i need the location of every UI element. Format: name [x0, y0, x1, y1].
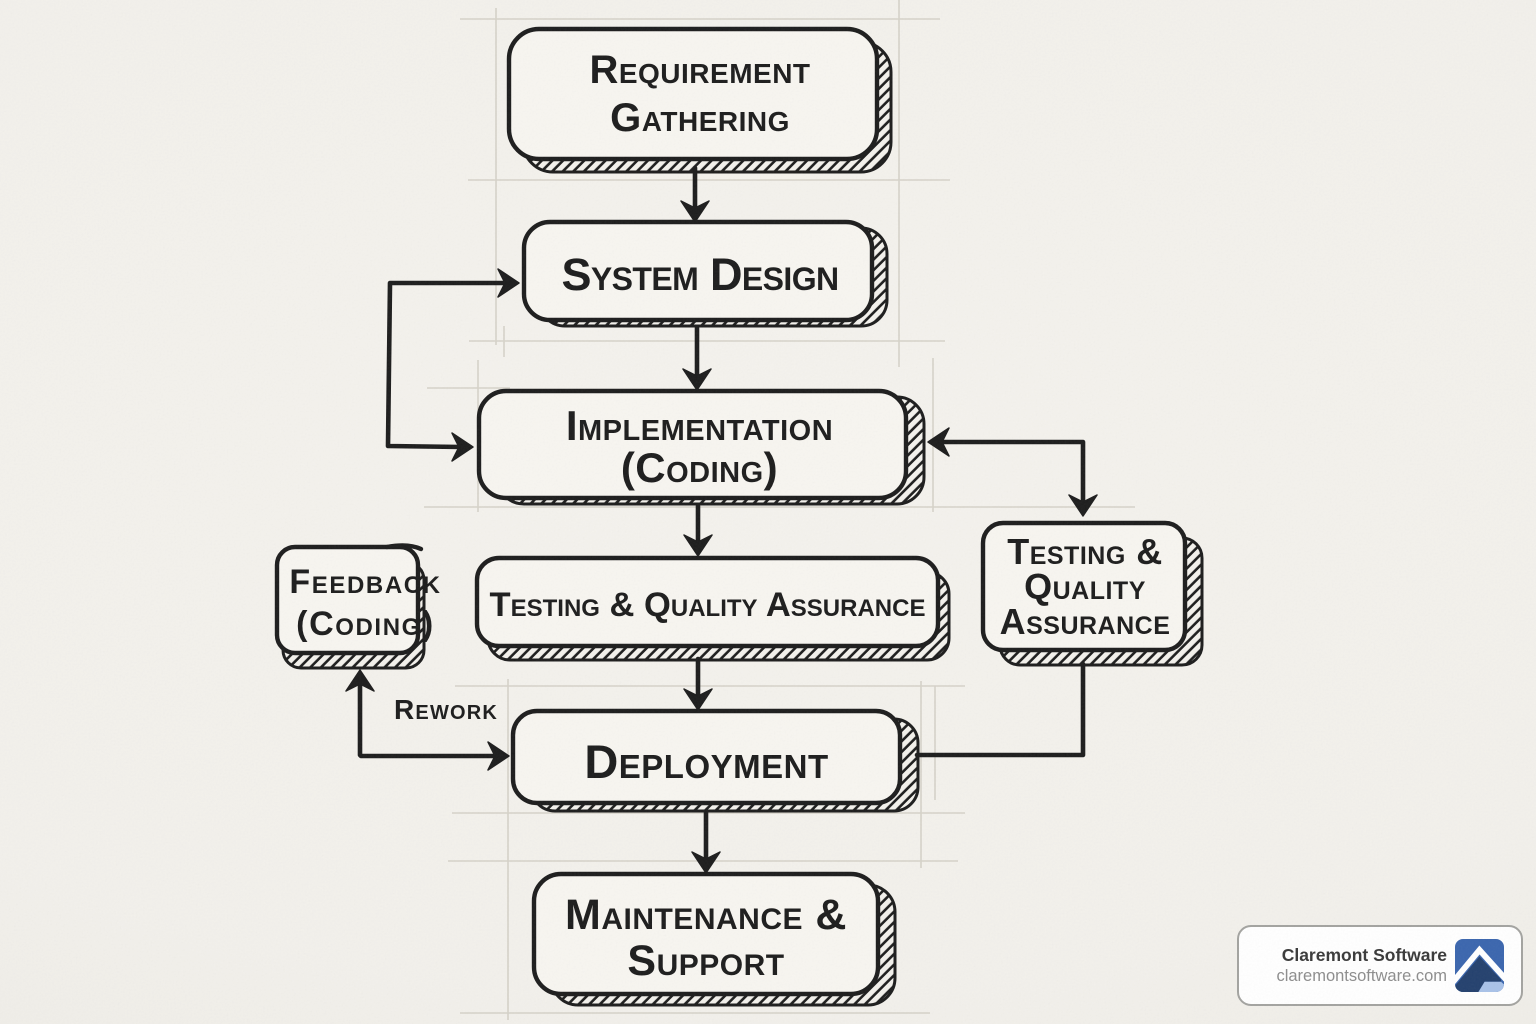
node-system-design: System Design — [521, 219, 889, 328]
node-label: Requirement Gathering — [516, 29, 884, 159]
node-label: Testing & Quality Assurance — [984, 524, 1186, 651]
node-testing-qa: Testing & Quality Assurance — [474, 555, 951, 662]
label-line: Support — [627, 937, 785, 985]
label-line: (Coding) — [296, 605, 435, 643]
label-line: Assurance — [999, 600, 1171, 642]
watermark-card: Claremont Software claremontsoftware.com — [1237, 925, 1523, 1006]
node-label: System Design — [526, 226, 874, 324]
node-label: Maintenance & Support — [534, 879, 878, 999]
watermark-title: Claremont Software — [1281, 944, 1447, 965]
label-line: Requirement — [589, 48, 811, 92]
label-line: Deployment — [584, 734, 829, 788]
label-line: Testing & Quality Assurance — [489, 585, 926, 624]
node-testing-qa-side: Testing & Quality Assurance — [980, 520, 1204, 667]
node-requirement-gathering: Requirement Gathering — [506, 26, 893, 174]
label-line: Maintenance & — [565, 891, 847, 940]
label-line: System Design — [561, 249, 839, 300]
node-label: Testing & Quality Assurance — [477, 561, 938, 649]
node-label: Implementation (Coding) — [486, 393, 913, 500]
node-label: Deployment — [513, 715, 900, 807]
connector-right-lower — [914, 661, 1086, 758]
node-label: Feedback (Coding) — [289, 550, 440, 656]
label-line: Quality — [1024, 566, 1146, 608]
connector-right-upper — [935, 439, 1086, 511]
node-implementation: Implementation (Coding) — [476, 388, 926, 506]
edge-label-rework: Rework — [394, 694, 499, 725]
label-line: Implementation — [565, 402, 834, 450]
node-deployment: Deployment — [510, 708, 920, 813]
label-line: Feedback — [289, 562, 442, 601]
label-line: Testing & — [1007, 531, 1163, 573]
watermark-url: claremontsoftware.com — [1276, 966, 1447, 985]
node-maintenance-support: Maintenance & Support — [531, 871, 897, 1007]
label-line: Gathering — [610, 96, 790, 140]
label-line: (Coding) — [620, 443, 779, 491]
node-feedback-coding: Feedback (Coding) — [274, 543, 440, 670]
claremont-logo-icon — [1455, 939, 1504, 992]
watermark-text: Claremont Software claremontsoftware.com — [1276, 945, 1447, 987]
